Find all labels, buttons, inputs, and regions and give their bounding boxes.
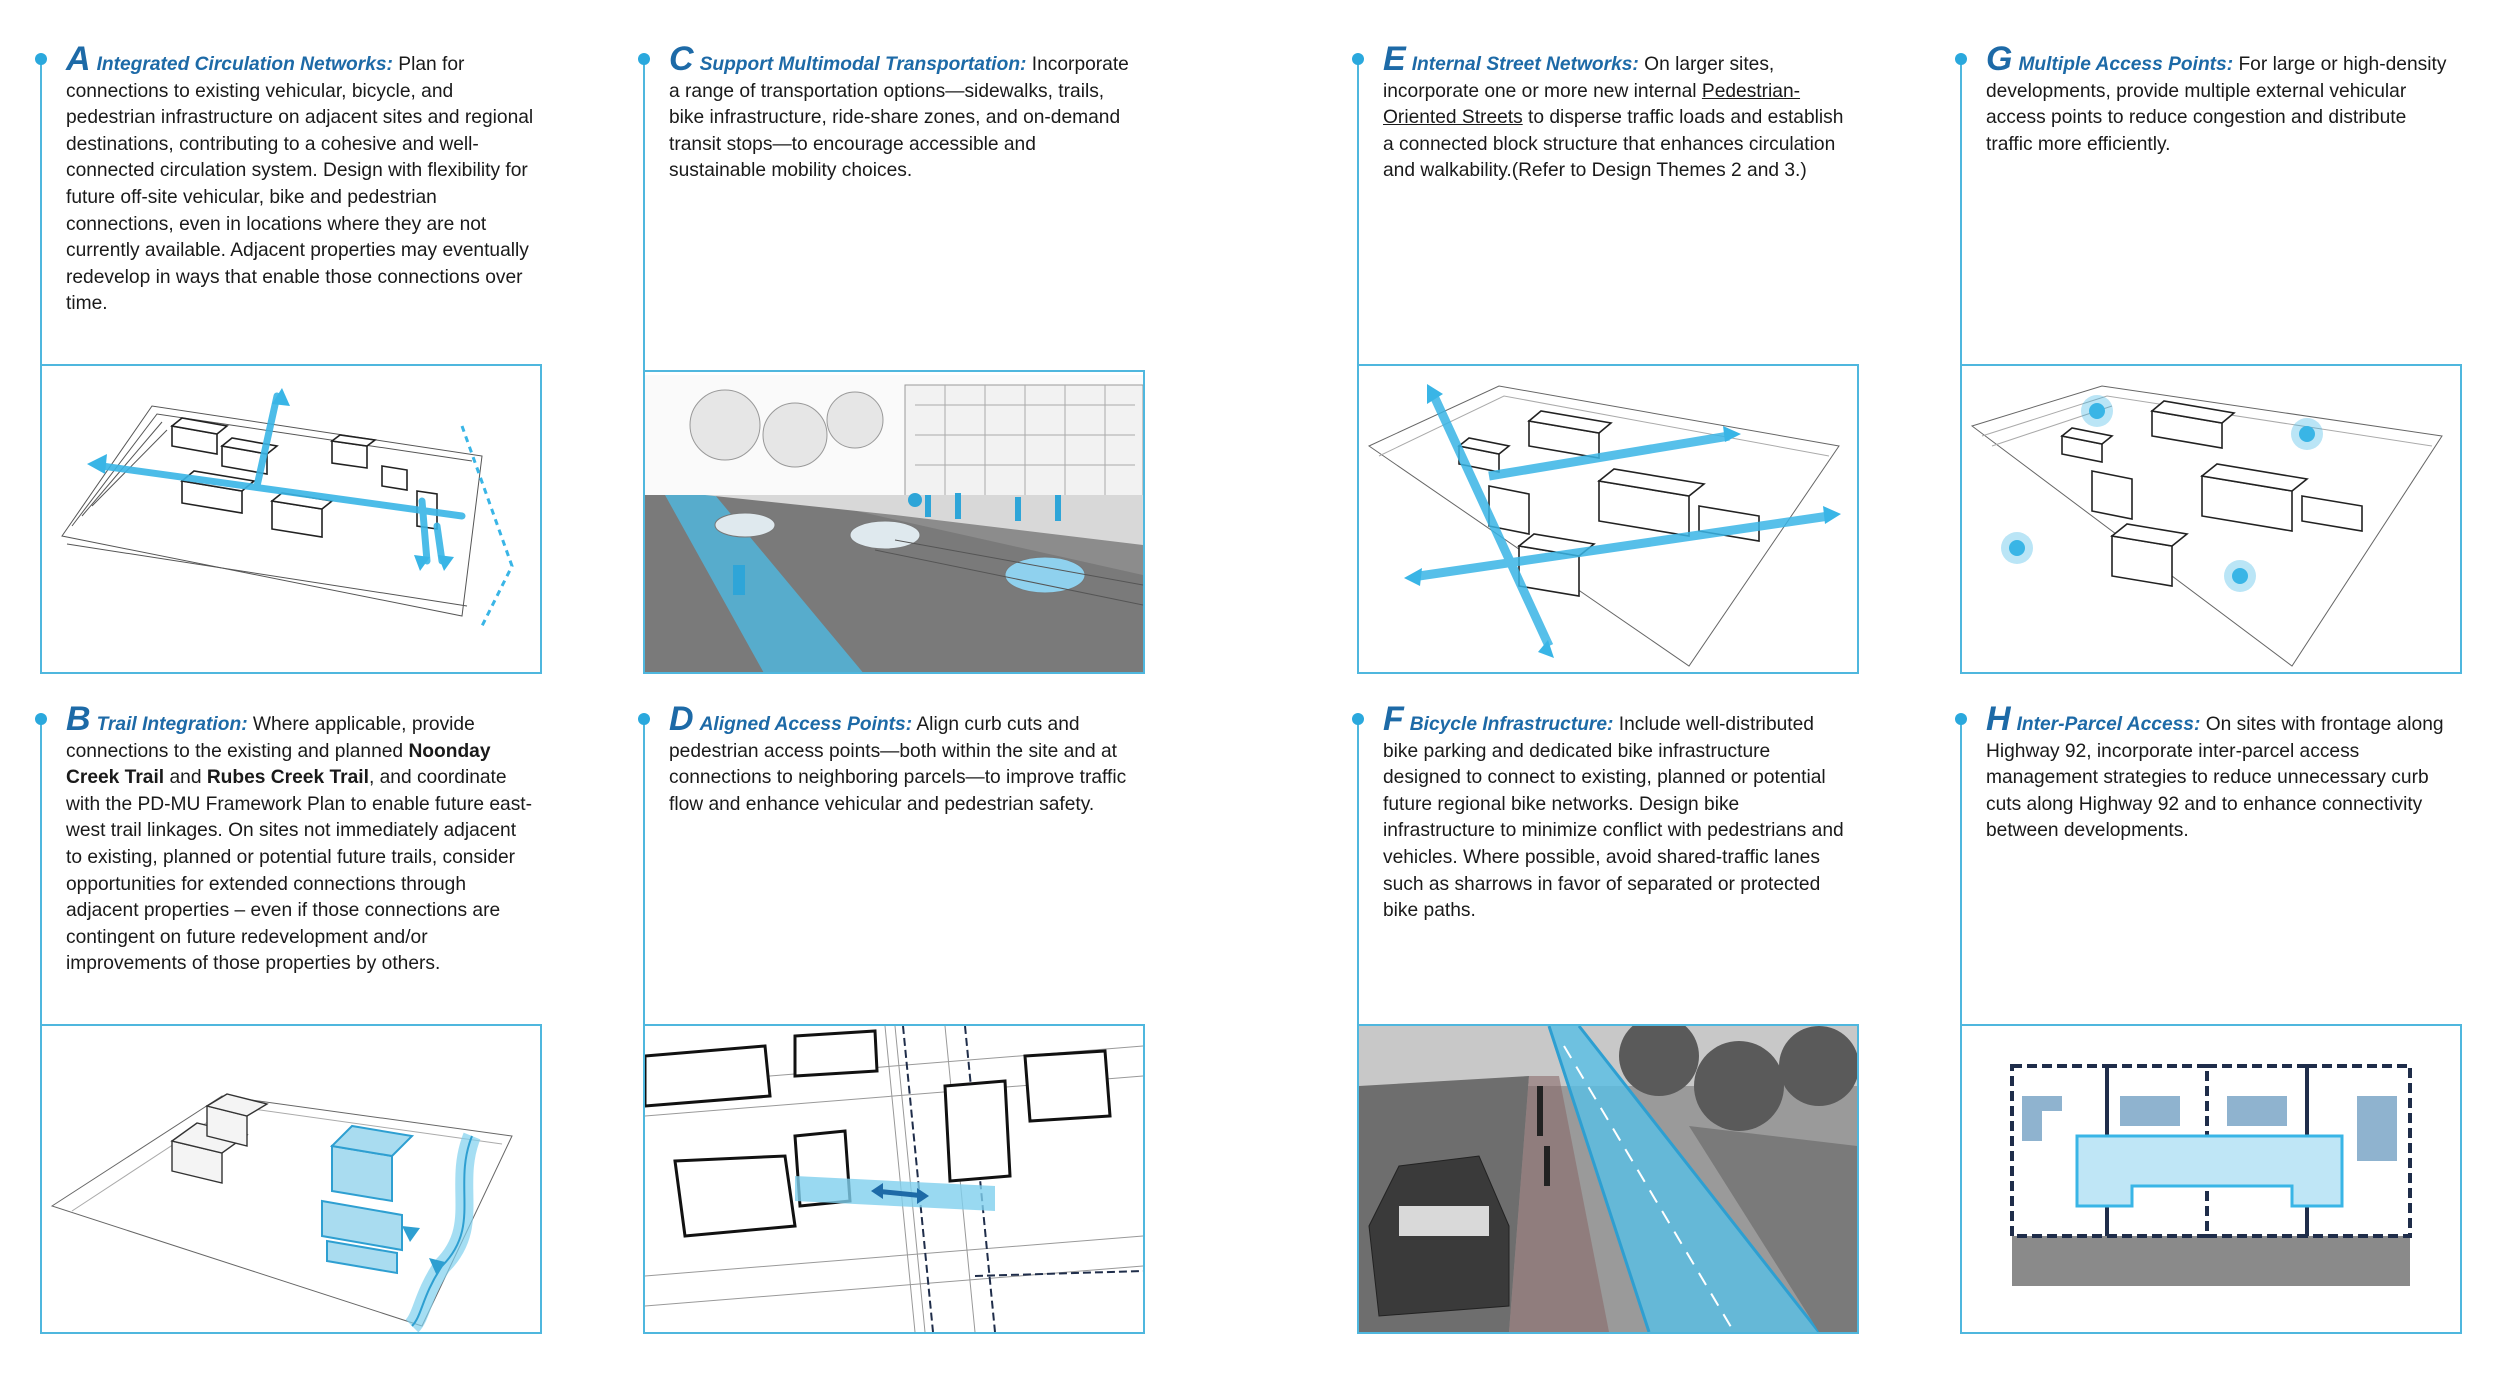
panel-rule bbox=[643, 718, 645, 1024]
bullet-dot bbox=[35, 713, 47, 725]
panel-heading: Inter-Parcel Access: bbox=[2016, 714, 2201, 735]
bullet-dot bbox=[638, 713, 650, 725]
panel-body: Incorporate a range of transportation op… bbox=[669, 54, 1129, 182]
panel-rule bbox=[1960, 718, 1962, 1024]
isometric-site-plan-illustration bbox=[61, 388, 514, 627]
panel-letter: B bbox=[66, 700, 91, 738]
panel-letter: A bbox=[66, 40, 91, 78]
panel-letter: F bbox=[1383, 700, 1404, 738]
pedestrian-oriented-streets-link[interactable]: Pedestrian-Oriented Streets bbox=[1383, 80, 1801, 129]
trail-name-noonday: Noonday Creek Trail bbox=[66, 740, 491, 789]
panel-body: to disperse traffic loads and establish … bbox=[1383, 107, 1844, 182]
circulation-network-diagram bbox=[40, 364, 542, 674]
panel-rule bbox=[1960, 58, 1962, 364]
multiple-access-diagram bbox=[1960, 364, 2462, 674]
panel-body: and bbox=[164, 767, 207, 789]
inter-parcel-plan-illustration bbox=[2010, 1064, 2412, 1286]
isometric-street-grid-illustration bbox=[1367, 384, 1841, 667]
bullet-dot bbox=[1352, 53, 1364, 65]
internal-street-network-diagram bbox=[1357, 364, 1859, 674]
panel-rule bbox=[643, 58, 645, 370]
trail-name-rubes: Rubes Creek Trail bbox=[206, 767, 369, 789]
panel-rule bbox=[1357, 718, 1359, 1024]
panel-body: , and coordinate with the PD-MU Framewor… bbox=[66, 767, 533, 975]
panel-rule bbox=[1357, 58, 1359, 364]
bullet-dot bbox=[1352, 713, 1364, 725]
bullet-dot bbox=[638, 53, 650, 65]
panel-letter: G bbox=[1986, 40, 2013, 78]
panel-heading: Internal Street Networks: bbox=[1411, 54, 1639, 75]
aligned-access-plan-illustration bbox=[645, 1026, 1143, 1332]
panel-heading: Bicycle Infrastructure: bbox=[1409, 714, 1614, 735]
bullet-dot bbox=[1955, 713, 1967, 725]
panel-heading: Trail Integration: bbox=[96, 714, 248, 735]
panel-letter: H bbox=[1986, 700, 2011, 738]
panel-letter: E bbox=[1383, 40, 1406, 78]
panel-letter: D bbox=[669, 700, 694, 738]
bullet-dot bbox=[35, 53, 47, 65]
panel-rule bbox=[40, 58, 42, 364]
aligned-access-diagram bbox=[643, 1024, 1145, 1334]
bullet-dot bbox=[1955, 53, 1967, 65]
inter-parcel-access-diagram bbox=[1960, 1024, 2462, 1334]
isometric-access-points-illustration bbox=[1970, 385, 2443, 667]
trail-integration-diagram bbox=[40, 1024, 542, 1334]
panel-heading: Multiple Access Points: bbox=[2018, 54, 2234, 75]
multimodal-street-illustration bbox=[643, 370, 1145, 674]
panel-heading: Integrated Circulation Networks: bbox=[96, 54, 393, 75]
panel-body: Include well-distributed bike parking an… bbox=[1383, 714, 1844, 922]
panel-rule bbox=[40, 718, 42, 1024]
panel-body: For large or high-density developments, … bbox=[1986, 54, 2447, 155]
panel-body: Plan for connections to existing vehicul… bbox=[66, 54, 534, 315]
panel-heading: Support Multimodal Transportation: bbox=[699, 54, 1027, 75]
panel-body: Where applicable, provide connections to… bbox=[66, 714, 475, 762]
panel-letter: C bbox=[669, 40, 694, 78]
panel-heading: Aligned Access Points: bbox=[699, 714, 913, 735]
bike-lane-photo bbox=[1357, 1024, 1859, 1334]
panel-body: Align curb cuts and pedestrian access po… bbox=[669, 714, 1127, 815]
panel-body: On larger sites, incorporate one or more… bbox=[1383, 54, 1775, 102]
street-perspective-illustration bbox=[645, 375, 1143, 672]
isometric-trail-illustration bbox=[50, 1093, 513, 1332]
protected-bike-lane-photo bbox=[1359, 1026, 1857, 1332]
panel-body: On sites with frontage along Highway 92,… bbox=[1986, 714, 2444, 842]
